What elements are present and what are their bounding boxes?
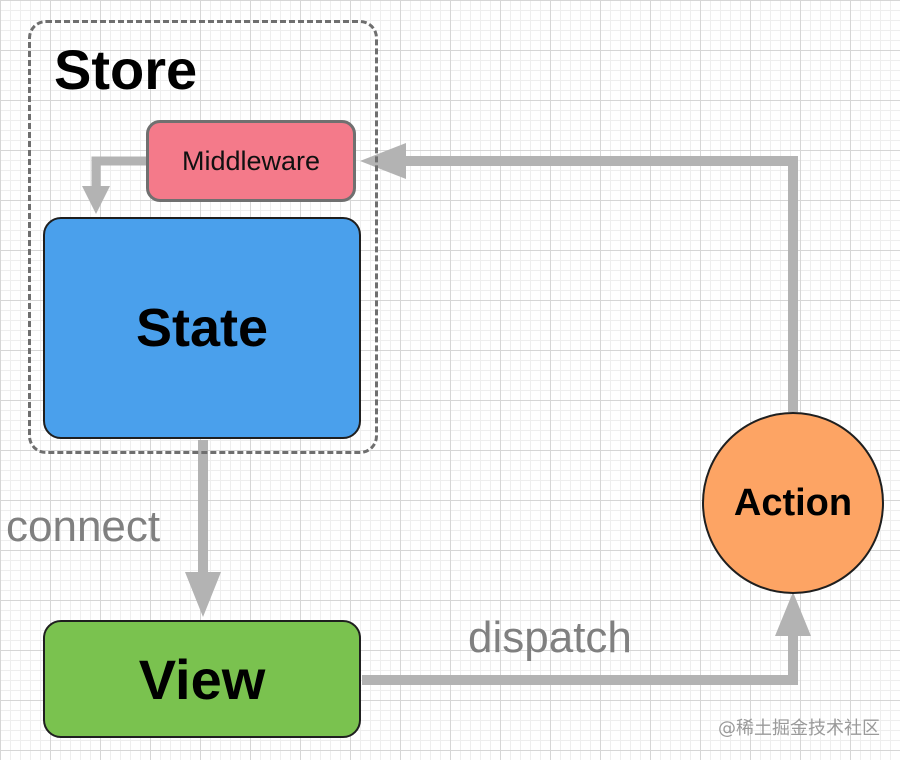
view-node: View (43, 620, 361, 738)
middleware-to-state-arrowhead (82, 186, 110, 214)
action-label: Action (733, 481, 853, 524)
state-label: State (135, 298, 269, 358)
action-to-middleware-arrowhead (360, 143, 406, 179)
view-to-action-arrow (362, 630, 798, 685)
state-node: State (43, 217, 361, 439)
action-node: Action (702, 412, 884, 594)
watermark: @稀土掘金技术社区 (718, 718, 880, 739)
view-label: View (138, 647, 266, 711)
middleware-to-state-arrow (91, 156, 148, 190)
dispatch-label: dispatch (468, 613, 632, 662)
store-title: Store (54, 38, 198, 101)
middleware-node: Middleware (146, 120, 356, 202)
state-to-view-arrowhead (185, 572, 221, 617)
middleware-label: Middleware (181, 145, 321, 176)
action-to-middleware-arrow (400, 156, 798, 412)
connect-label: connect (6, 502, 161, 551)
store-container (28, 20, 378, 454)
view-to-action-arrowhead (775, 592, 811, 636)
